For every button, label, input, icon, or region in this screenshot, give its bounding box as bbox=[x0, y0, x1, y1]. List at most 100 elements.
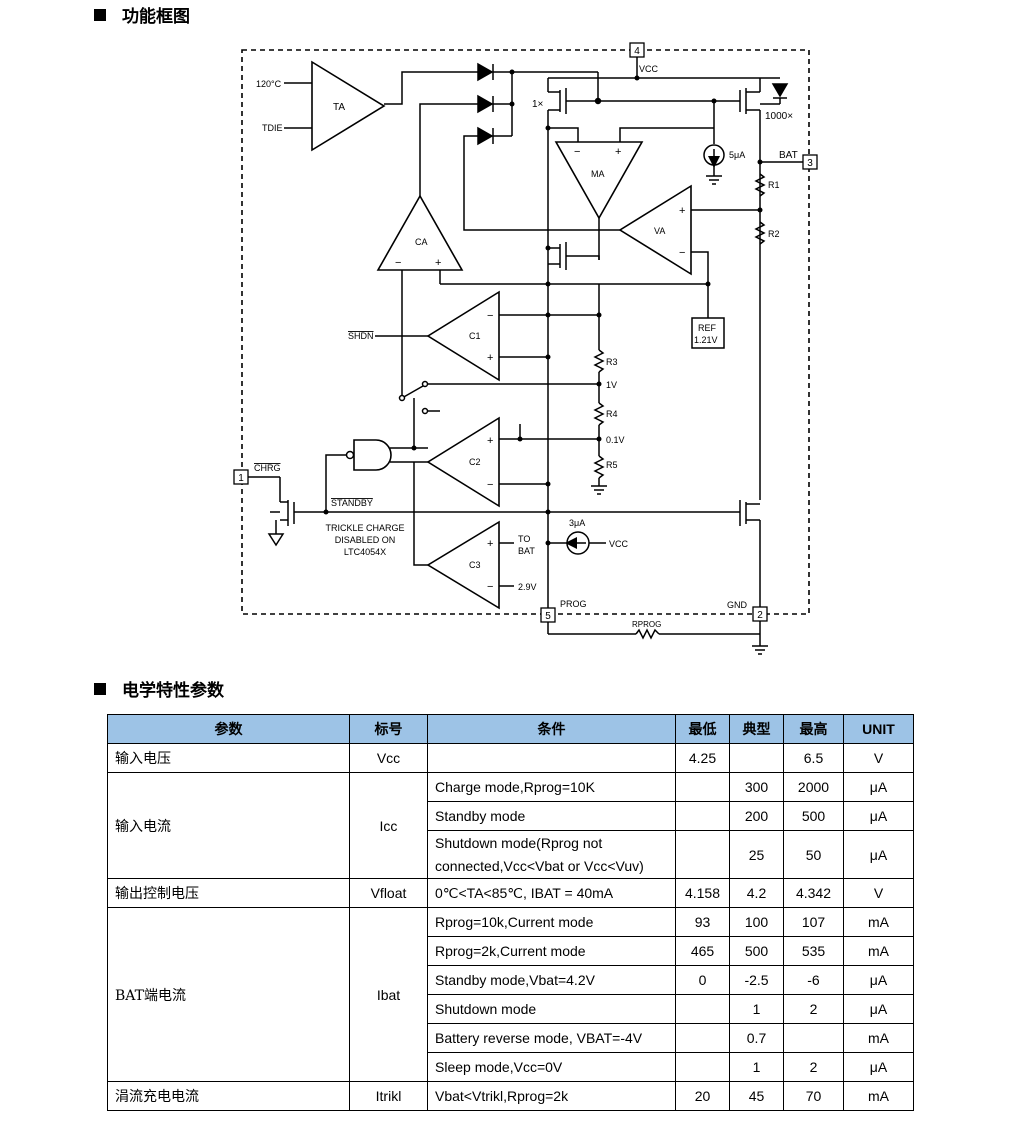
param-min: 20 bbox=[675, 1081, 730, 1111]
label-bat: BAT bbox=[779, 150, 798, 161]
table-row: 输入电压 Vcc 4.25 6.5 V bbox=[107, 743, 914, 773]
diode-2 bbox=[477, 94, 494, 114]
pin-3-box bbox=[802, 154, 818, 170]
param-max: 500 bbox=[783, 801, 844, 831]
ma-amplifier bbox=[554, 141, 644, 220]
table-row: Standby mode,Vbat=4.2V 0 -2.5 -6 μA bbox=[108, 965, 914, 995]
vcc-diode bbox=[771, 83, 789, 98]
param-unit: V bbox=[843, 743, 914, 773]
va-amplifier bbox=[618, 184, 692, 276]
param-name: 输入电流 bbox=[107, 772, 350, 879]
c1-comparator bbox=[426, 290, 500, 382]
pin-1-number: 1 bbox=[238, 473, 244, 484]
table-row: BAT端电流 Ibat Rprog=10k,Current mode 93 10… bbox=[107, 907, 914, 1082]
ca-plus: + bbox=[435, 257, 441, 269]
label-r5: R5 bbox=[606, 460, 618, 470]
param-symbol: Itrikl bbox=[349, 1081, 428, 1111]
label-29v: 2.9V bbox=[518, 582, 537, 592]
table-row: 输出控制电压 Vfloat 0℃<TA<85℃, IBAT = 40mA 4.1… bbox=[107, 878, 914, 908]
param-max: 6.5 bbox=[783, 743, 844, 773]
functional-block-diagram: 4 3 1 5 2 120°C TDIE TA 1× 1000× VCC 5μA… bbox=[233, 42, 818, 655]
param-typ: 100 bbox=[729, 907, 784, 937]
label-01v: 0.1V bbox=[606, 435, 625, 445]
param-max bbox=[783, 1023, 844, 1053]
param-max: -6 bbox=[783, 965, 844, 995]
electrical-parameters-table: 参数 标号 条件 最低 典型 最高 UNIT 输入电压 Vcc 4.25 6.5… bbox=[107, 714, 914, 1111]
param-unit: mA bbox=[843, 936, 914, 966]
c3-minus: − bbox=[487, 581, 493, 593]
label-ta: TA bbox=[333, 102, 345, 113]
param-unit: μA bbox=[843, 1052, 914, 1082]
param-symbol: Vfloat bbox=[349, 878, 428, 908]
resistor-r1 bbox=[754, 173, 766, 197]
param-condition bbox=[427, 743, 676, 773]
param-min bbox=[675, 801, 730, 831]
bullet-square-icon bbox=[94, 9, 106, 21]
param-typ: -2.5 bbox=[729, 965, 784, 995]
param-symbol: Icc bbox=[349, 772, 428, 879]
va-plus: + bbox=[679, 205, 685, 217]
table-row: Shutdown mode(Rprog not connected,Vcc<Vb… bbox=[108, 830, 914, 879]
header-min: 最低 bbox=[675, 714, 730, 744]
param-typ bbox=[729, 743, 784, 773]
label-vcc-src: VCC bbox=[609, 539, 629, 549]
label-standby: STANDBY bbox=[331, 498, 373, 508]
ca-amplifier bbox=[376, 194, 464, 271]
param-max: 70 bbox=[783, 1081, 844, 1111]
table-row: Shutdown mode 1 2 μA bbox=[108, 994, 914, 1024]
param-max: 535 bbox=[783, 936, 844, 966]
param-unit: μA bbox=[843, 772, 914, 802]
label-prog: PROG bbox=[560, 599, 587, 609]
param-condition: Standby mode,Vbat=4.2V bbox=[427, 965, 676, 995]
pin-2-box bbox=[752, 606, 768, 622]
param-unit: μA bbox=[843, 830, 914, 879]
param-condition: 0℃<TA<85℃, IBAT = 40mA bbox=[427, 878, 676, 908]
label-shdn: SHDN bbox=[348, 331, 374, 341]
param-typ: 45 bbox=[729, 1081, 784, 1111]
param-typ: 200 bbox=[729, 801, 784, 831]
param-typ: 300 bbox=[729, 772, 784, 802]
bullet-square-icon bbox=[94, 683, 106, 695]
label-va: VA bbox=[654, 226, 665, 236]
param-condition: Charge mode,Rprog=10K bbox=[427, 772, 676, 802]
pin-1-box bbox=[233, 469, 249, 485]
diode-1 bbox=[477, 62, 494, 82]
ma-minus: − bbox=[574, 146, 580, 158]
c2-minus: − bbox=[487, 479, 493, 491]
label-ref-voltage: 1.21V bbox=[694, 335, 718, 345]
param-max: 4.342 bbox=[783, 878, 844, 908]
param-unit: mA bbox=[843, 1081, 914, 1111]
param-unit: mA bbox=[843, 1023, 914, 1053]
param-condition: Sleep mode,Vcc=0V bbox=[427, 1052, 676, 1082]
label-r2: R2 bbox=[768, 229, 780, 239]
c3-plus: + bbox=[487, 538, 493, 550]
table-row: 输入电流 Icc Charge mode,Rprog=10K 300 2000 … bbox=[107, 772, 914, 879]
param-condition: Shutdown mode(Rprog not connected,Vcc<Vb… bbox=[427, 830, 676, 879]
header-condition: 条件 bbox=[427, 714, 676, 744]
label-ca: CA bbox=[415, 237, 428, 247]
table-header-row: 参数 标号 条件 最低 典型 最高 UNIT bbox=[107, 714, 914, 744]
param-unit: μA bbox=[843, 994, 914, 1024]
label-to-bat: BAT bbox=[518, 546, 535, 556]
param-symbol: Vcc bbox=[349, 743, 428, 773]
param-max: 2000 bbox=[783, 772, 844, 802]
ma-plus: + bbox=[615, 146, 621, 158]
label-vcc-top: VCC bbox=[639, 64, 659, 74]
table-row: Rprog=2k,Current mode 465 500 535 mA bbox=[108, 936, 914, 966]
param-name: BAT端电流 bbox=[107, 907, 350, 1082]
header-typ: 典型 bbox=[729, 714, 784, 744]
va-minus: − bbox=[679, 247, 685, 259]
param-typ: 500 bbox=[729, 936, 784, 966]
pin-2-number: 2 bbox=[757, 610, 763, 621]
header-max: 最高 bbox=[783, 714, 844, 744]
param-name: 涓流充电电流 bbox=[107, 1081, 350, 1111]
label-r4: R4 bbox=[606, 409, 618, 419]
param-typ: 25 bbox=[729, 830, 784, 879]
label-3ua: 3μA bbox=[569, 518, 585, 528]
resistor-r3 bbox=[593, 349, 605, 373]
c1-minus: − bbox=[487, 310, 493, 322]
param-min: 465 bbox=[675, 936, 730, 966]
label-trickle-1: TRICKLE CHARGE bbox=[325, 523, 404, 533]
label-trickle-2: DISABLED ON bbox=[335, 535, 396, 545]
header-symbol: 标号 bbox=[349, 714, 428, 744]
